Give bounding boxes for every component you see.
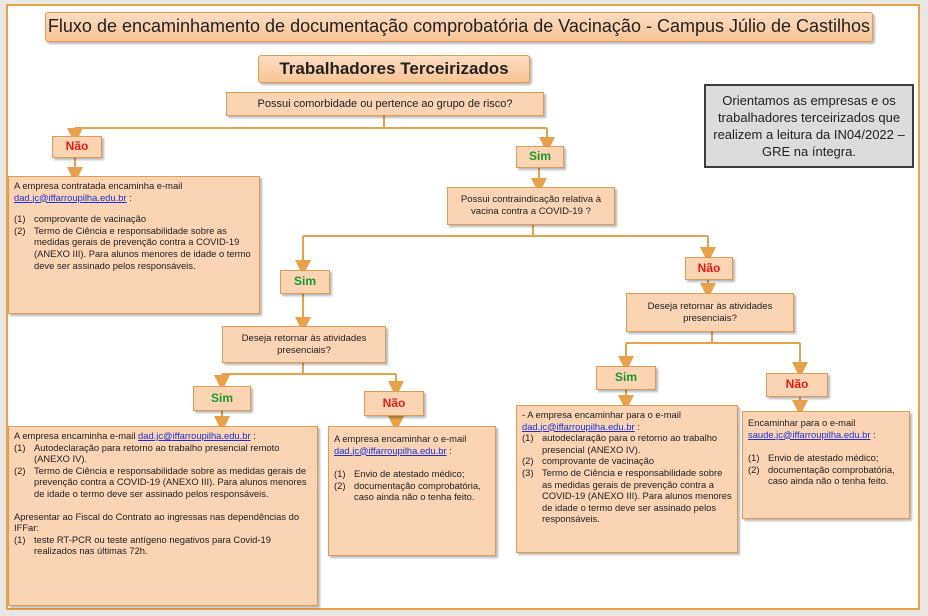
box-b-extra-item-1: (1)teste RT-PCR ou teste antígeno negati… — [14, 533, 271, 557]
box-c-email-link[interactable]: dad.jc@iffarroupilha.edu.br — [334, 444, 447, 456]
box-b-intro: A empresa encaminha e-mail — [14, 430, 139, 441]
box-a-email-link[interactable]: dad.jc@iffarroupilha.edu.br — [14, 191, 127, 203]
box-empresa-atestado: A empresa encaminhar o e-mail dad.jc@iff… — [328, 426, 496, 556]
label-sim-contraindicacao: Sim — [280, 270, 330, 294]
box-d-item-1: (1)autodeclaração para o retorno ao trab… — [522, 432, 718, 455]
section-title: Trabalhadores Terceirizados — [258, 55, 530, 83]
box-b-item-2: (2)Termo de Ciência e responsabilidade s… — [14, 464, 307, 499]
question-comorbidity: Possui comorbidade ou pertence ao grupo … — [226, 92, 544, 116]
box-a-colon: : — [126, 191, 132, 203]
box-a-item-1: (1)comprovante de vacinação — [14, 213, 147, 225]
question-contraindicacao: Possui contraindicação relativa à vacina… — [447, 187, 615, 225]
box-encaminhar-saude: Encaminhar para o e-mail saude.jc@iffarr… — [742, 411, 910, 519]
box-d-item-2: (2)comprovante de vacinação — [522, 455, 655, 467]
box-a-intro: A empresa contratada encaminha e-mail — [14, 180, 183, 191]
box-b-email-link[interactable]: dad.jc@iffarroupilha.edu.br — [138, 430, 251, 441]
box-e-item-1: (1)Envio de atestado médico; — [748, 452, 879, 464]
box-c-intro: A empresa encaminhar o e-mail — [334, 433, 467, 444]
box-b-item-1: (1)Autodeclaração para retorno ao trabal… — [14, 441, 280, 465]
label-nao-contraindicacao: Não — [685, 257, 733, 280]
box-d-email-link[interactable]: dad.jc@iffarroupilha.edu.br — [522, 420, 635, 432]
box-c-item-2: (2)documentação comprobatória, caso aind… — [334, 479, 481, 503]
label-sim-retornar-right: Sim — [596, 366, 656, 390]
label-nao-retornar-right: Não — [766, 373, 828, 397]
label-sim-retornar-left: Sim — [193, 386, 251, 411]
box-e-colon: : — [870, 428, 876, 440]
box-c-item-1: (1)Envio de atestado médico; — [334, 468, 465, 480]
question-retornar-right: Deseja retornar às atividades presenciai… — [626, 293, 794, 332]
box-b-extra-note: Apresentar ao Fiscal do Contrato ao ingr… — [14, 510, 300, 534]
box-d-colon: : — [634, 420, 640, 432]
box-empresa-encaminha-presencial: A empresa encaminha e-mail dad.jc@iffarr… — [8, 426, 318, 606]
box-e-item-2: (2)documentação comprobatória, caso aind… — [748, 463, 895, 487]
page-title: Fluxo de encaminhamento de documentação … — [45, 12, 873, 42]
info-note: Orientamos as empresas e os trabalhadore… — [704, 84, 914, 168]
label-nao-retornar-left: Não — [364, 391, 424, 416]
box-empresa-retorno: - A empresa encaminhar para o e-mail dad… — [516, 405, 738, 553]
box-d-intro: - A empresa encaminhar para o e-mail — [522, 409, 681, 420]
box-c-colon: : — [446, 444, 452, 456]
box-a-item-2: (2)Termo de Ciência e responsabilidade s… — [14, 224, 251, 271]
question-retornar-left: Deseja retornar às atividades presenciai… — [222, 326, 386, 363]
box-e-intro: Encaminhar para o e-mail — [748, 417, 856, 428]
box-b-colon: : — [250, 430, 256, 441]
label-nao-comorbidity: Não — [52, 136, 102, 158]
box-d-item-3: (3)Termo de Ciência e responsabilidade s… — [522, 466, 732, 525]
box-e-email-link[interactable]: saude.jc@iffarroupilha.edu.br — [748, 428, 871, 440]
box-empresa-contratada: A empresa contratada encaminha e-mail da… — [8, 176, 260, 314]
label-sim-comorbidity: Sim — [516, 146, 564, 168]
